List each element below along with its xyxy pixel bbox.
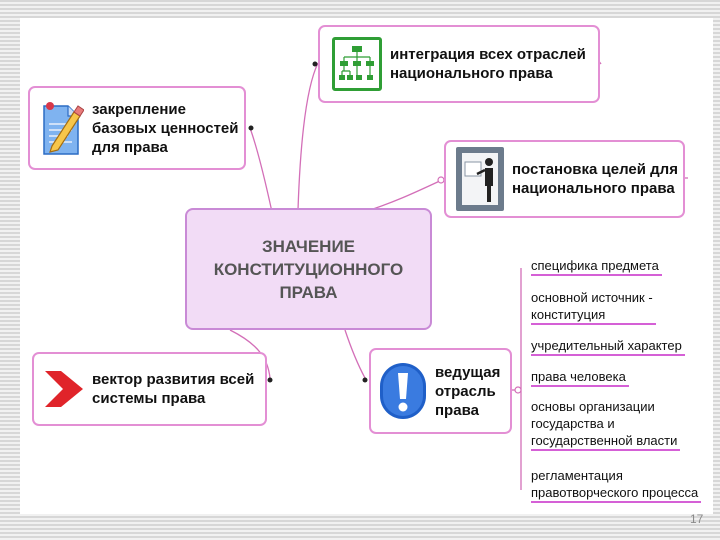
detail-item: специфика предмета	[531, 257, 662, 276]
center-title: ЗНАЧЕНИЕ КОНСТИТУЦИОННОГО ПРАВА	[213, 236, 404, 302]
center-node[interactable]: ЗНАЧЕНИЕ КОНСТИТУЦИОННОГО ПРАВА	[185, 208, 432, 330]
presenter-board-icon	[456, 147, 504, 211]
detail-item: основной источник - конституция	[531, 289, 656, 325]
detail-item: регламентация правотворческого процесса	[531, 467, 702, 503]
node-leading[interactable]: ведущая отрасль права	[369, 348, 512, 434]
node-goals-label: постановка целей для национального права	[512, 161, 678, 197]
node-values[interactable]: закрепление базовых ценностей для права	[28, 86, 246, 170]
red-arrow-icon	[40, 364, 88, 414]
detail-item: основы организации государства и государ…	[531, 398, 681, 451]
page-number: 17	[690, 512, 704, 526]
node-values-label: закрепление базовых ценностей для права	[92, 100, 239, 156]
node-goals[interactable]: постановка целей для национального права	[444, 140, 685, 218]
hierarchy-chart-icon	[332, 37, 382, 91]
node-integration-label: интеграция всех отраслей национального п…	[390, 46, 586, 82]
document-pencil-icon	[36, 98, 86, 158]
node-integration[interactable]: интеграция всех отраслей национального п…	[318, 25, 600, 103]
exclamation-icon	[377, 360, 429, 422]
detail-item: учредительный характер	[531, 337, 685, 356]
node-vector-label: вектор развития всей системы права	[92, 371, 255, 407]
node-vector[interactable]: вектор развития всей системы права	[32, 352, 267, 426]
node-leading-label: ведущая отрасль права	[435, 363, 501, 419]
detail-item: права человека	[531, 368, 629, 387]
